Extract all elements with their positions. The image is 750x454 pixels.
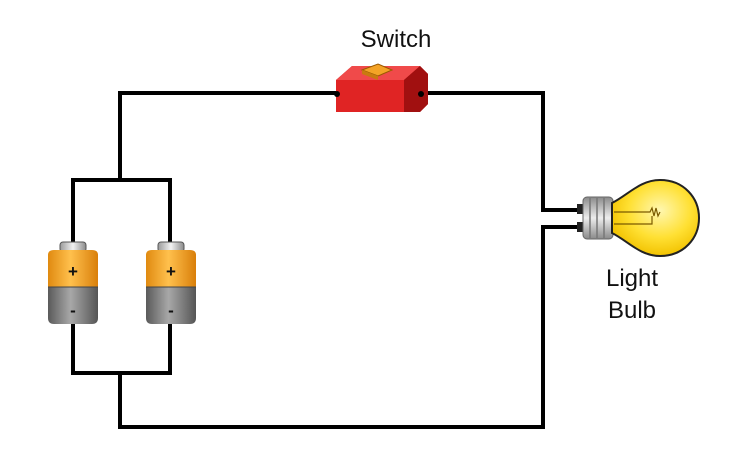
bulb-label-line1: Light: [606, 265, 658, 292]
battery-negative-label: -: [168, 301, 174, 320]
battery-negative-label: -: [70, 301, 76, 320]
wires: [71, 91, 585, 429]
wire-top-left: [118, 91, 338, 180]
wire-bottom: [118, 225, 585, 429]
switch-label: Switch: [361, 26, 432, 53]
battery-icon: + -: [48, 241, 98, 324]
battery-icon: + -: [146, 241, 196, 324]
switch-icon: [334, 63, 428, 112]
battery-positive-label: +: [166, 262, 176, 281]
light-bulb-icon: [577, 178, 701, 258]
bulb-label-line2: Bulb: [608, 297, 656, 324]
wire-parallel-bottom: [71, 322, 172, 375]
battery-positive-label: +: [68, 262, 78, 281]
wire-parallel-top: [71, 178, 172, 247]
wire-top-right: [420, 91, 585, 212]
